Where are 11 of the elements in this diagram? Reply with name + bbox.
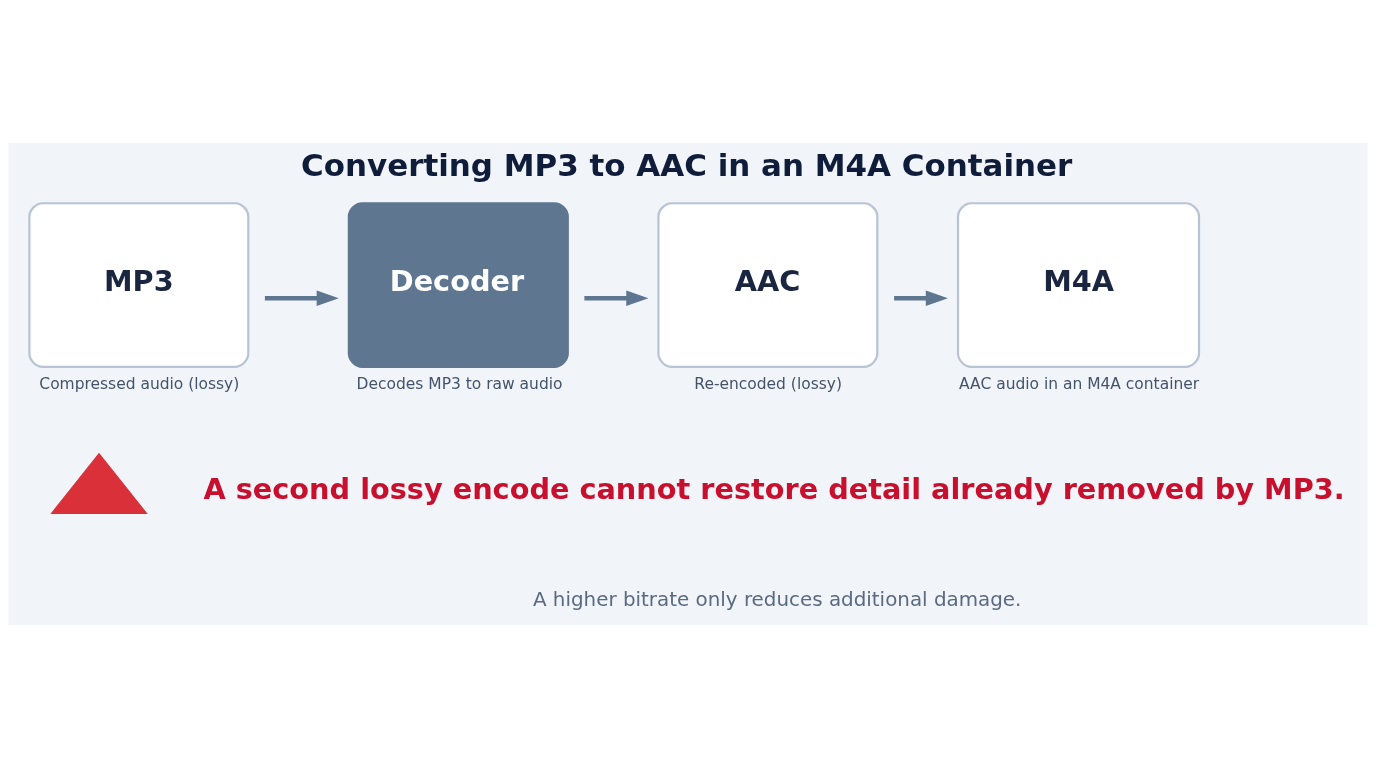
label: A higher bitrate only reduces additional damage. [532,587,1022,611]
node-label: AAC audio in an M4A container [959,375,1200,394]
arrow [264,290,339,307]
diagram-title: Converting MP3 to AAC in an M4A Container [301,146,1073,183]
node-triangle [50,452,148,514]
node-label: Compressed audio (lossy) [39,375,240,394]
arrow [894,290,948,307]
arrow [584,290,649,307]
node-label: Re-encoded (lossy) [694,375,842,394]
label: A second lossy encode cannot restore detail already removed by MP3. [203,472,1345,507]
node-label: Decodes MP3 to raw audio [356,375,563,394]
